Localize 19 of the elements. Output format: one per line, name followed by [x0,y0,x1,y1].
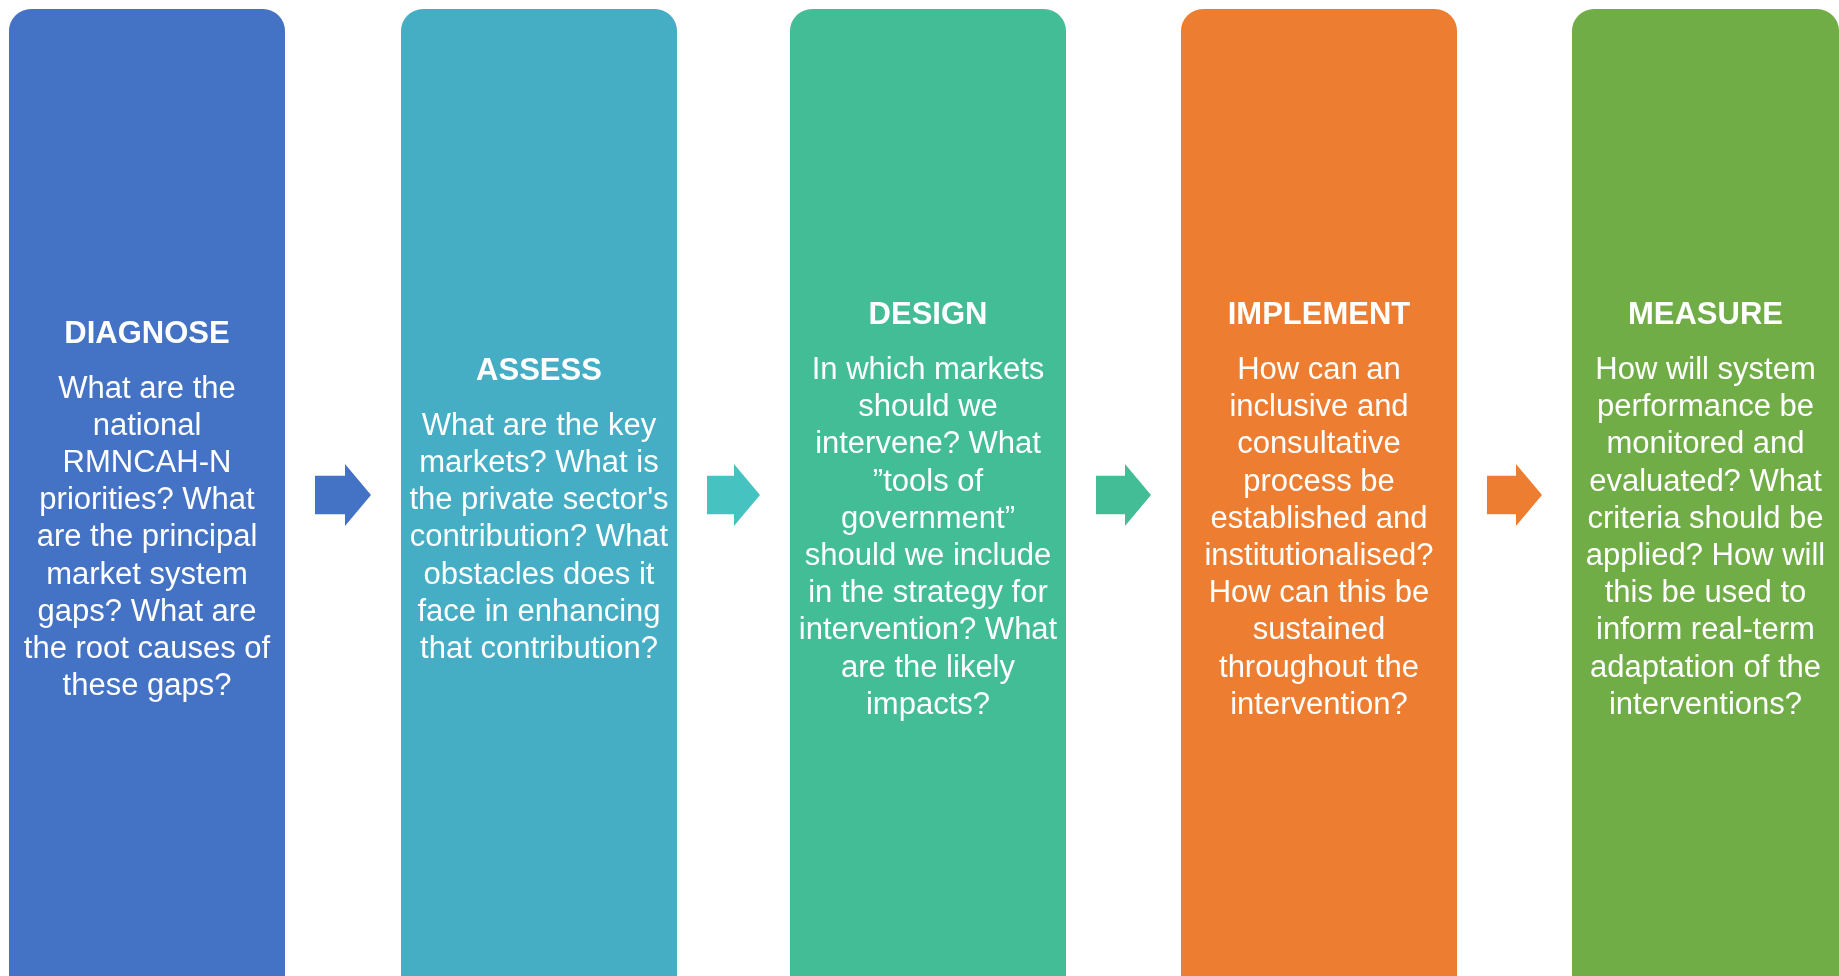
step-questions: What are the key markets? What is the private sector's contribution? What obstacles does it face in enhancing that contribution? [409,405,669,667]
step-box [1181,9,1457,976]
step-title: DESIGN [868,296,988,333]
step-title: IMPLEMENT [1227,296,1411,333]
step-questions: How can an inclusive and consultative process be established and institutionalised? How can this be sustained throughout the intervention? [1203,350,1435,722]
block-arrow [1487,464,1542,526]
block-arrow [707,464,760,526]
step-box [401,9,677,976]
step-questions: How will system performance be monitored and evaluated? What criteria should be applied? How will this be used to inform real-term adaptation of the interventions? [1584,350,1827,722]
step-questions: What are the national RMNCAH-N priorities? What are the principal market system gaps? What are the root causes of these gaps? [22,368,272,704]
step-title: MEASURE [1628,296,1783,333]
step-questions: In which markets should we intervene? What ”tools of government” should we include in the strategy for intervention? What are the likely impacts? [798,350,1058,722]
step-box [790,9,1066,976]
step-title: ASSESS [476,351,602,388]
block-arrow [1096,464,1151,526]
step-box [1572,9,1839,976]
block-arrow [315,464,371,526]
step-title: DIAGNOSE [64,314,230,351]
step-box [9,9,285,976]
